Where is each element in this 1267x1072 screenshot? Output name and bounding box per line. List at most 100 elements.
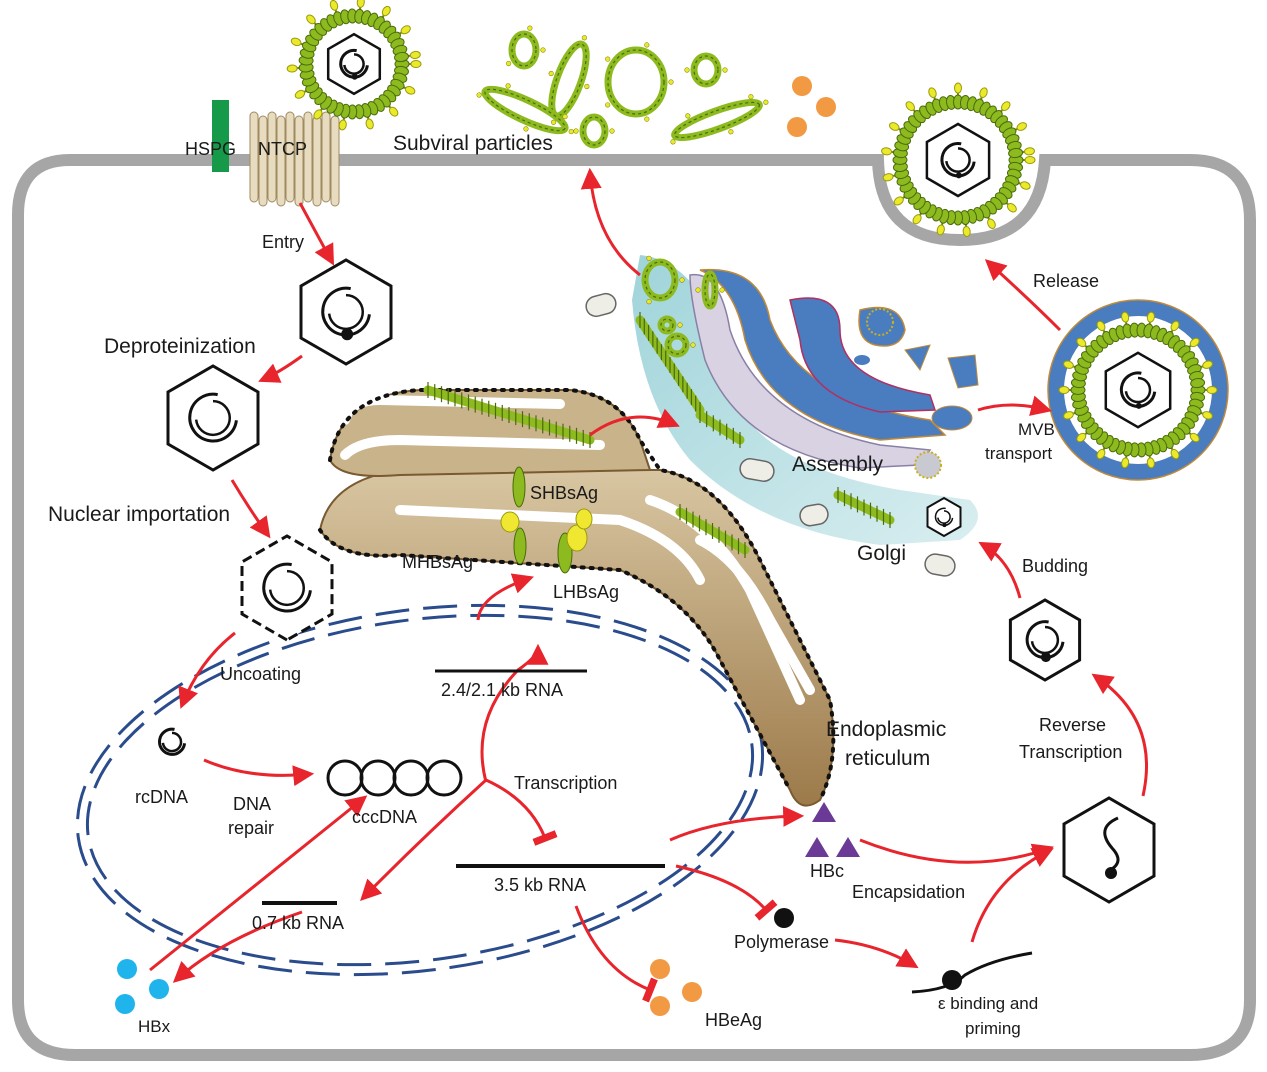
arrow-reverse-transcription (1091, 673, 1148, 797)
polymerase-label: Polymerase (734, 932, 829, 952)
budding-virion (881, 82, 1036, 237)
arrow-rna07-to-hbx (172, 910, 303, 983)
rcdna-genome-icon (147, 714, 197, 770)
ntcp-helix (276, 115, 286, 207)
mvb-transport-label-2: transport (985, 444, 1052, 463)
hspg-receptor (212, 100, 229, 172)
hbx-dot (149, 979, 169, 999)
golgi-surface-proteins (833, 487, 895, 528)
extracellular-virion (286, 0, 422, 131)
mhbsag-pres2-domain (500, 511, 520, 533)
arrow-entry (298, 202, 335, 266)
shbsag-label: SHBsAg (530, 483, 598, 503)
arrow-uncoating (178, 631, 236, 709)
lhbsag-pres1-domain (566, 524, 588, 552)
polymerase-dot (774, 908, 794, 928)
nuclear-importation-label: Nuclear importation (48, 503, 230, 526)
lhbsag-label: LHBsAg (553, 582, 619, 602)
encapsidation-label: Encapsidation (852, 882, 965, 902)
release-label: Release (1033, 271, 1099, 291)
hbc-triangle (805, 837, 829, 857)
hbeag-secreted-dot (816, 97, 836, 117)
cccdna-circle (326, 759, 364, 797)
hbc-triangle (836, 837, 860, 857)
ntcp-helix (294, 115, 304, 207)
cccdna-circle (425, 759, 463, 797)
hbeag-secreted-dot (792, 76, 812, 96)
arrow-epsilon-to-capsid (970, 848, 1054, 943)
golgi-particle (657, 315, 683, 335)
arrow-rna35-to-polymerase (675, 864, 778, 921)
reverse-transcription-label-1: Reverse (1039, 715, 1106, 735)
arrow-budding (978, 541, 1022, 599)
ntcp-helix (303, 111, 313, 203)
hbeag-label: HBeAg (705, 1010, 762, 1030)
capsid-icon (925, 122, 991, 198)
rcdna-label: rcDNA (135, 787, 188, 807)
rna-07-label: 0.7 kb RNA (252, 913, 344, 933)
arrow-polymerase-to-epsilon (834, 938, 919, 969)
dna-repair-label-1: DNA (233, 794, 271, 814)
golgi-capsid-icon (926, 496, 962, 538)
ntcp-transporter (249, 111, 340, 207)
er-label-1: Endoplasmic (826, 718, 946, 741)
arrow-deproteinization (258, 354, 303, 383)
arrow-mvb-transport (977, 395, 1053, 416)
entry-label: Entry (262, 232, 304, 252)
hspg-label: HSPG (185, 139, 236, 159)
arrow-to-rna35 (485, 778, 558, 846)
hbeag-dot (650, 996, 670, 1016)
arrow-rna35-to-hbeag (574, 905, 658, 1003)
entry-capsid-icon (299, 258, 393, 366)
hbeag-dot (650, 959, 670, 979)
mhbsag-label: MHBsAg (402, 552, 473, 572)
ntcp-helix (321, 111, 331, 203)
mvb-virion (1058, 311, 1218, 469)
shbsag-protein (512, 466, 526, 508)
capsid-icon (1104, 351, 1172, 429)
arrow-nuclear-import (230, 479, 271, 539)
budding-label: Budding (1022, 556, 1088, 576)
ntcp-label: NTCP (258, 139, 307, 159)
ntcp-helix (267, 111, 277, 203)
ntcp-helix (249, 111, 259, 203)
cccdna-circle (359, 759, 397, 797)
capsid-icon (326, 32, 382, 96)
nuclear-capsid-icon (240, 534, 334, 642)
arrow-to-rna07 (360, 778, 488, 901)
dna-repair-label-2: repair (228, 818, 274, 838)
hbx-label: HBx (138, 1017, 171, 1036)
golgi-surface-proteins (695, 407, 745, 448)
subviral-particles-label: Subviral particles (393, 132, 553, 155)
golgi-apparatus (632, 255, 979, 545)
er-surface-proteins (675, 504, 750, 558)
pgrna-capsid-icon (1062, 796, 1156, 904)
hbc-triangle (812, 802, 836, 822)
hbx-dot (115, 994, 135, 1014)
rna-35-label: 3.5 kb RNA (494, 875, 586, 895)
reverse-transcription-label-2: Transcription (1019, 742, 1122, 762)
golgi-particle (641, 255, 685, 305)
endoplasmic-reticulum (318, 388, 836, 807)
subviral-filament (670, 94, 769, 145)
uncoating-label: Uncoating (220, 664, 301, 684)
budding-capsid-icon (1008, 598, 1082, 682)
arrow-rna35-to-hbc (669, 805, 805, 842)
hbx-dot (117, 959, 137, 979)
subviral-sphere (573, 113, 615, 149)
subviral-filament (476, 83, 574, 135)
ntcp-helix (285, 111, 295, 203)
arrow-rna24-translation (476, 573, 534, 621)
rna-24-label: 2.4/2.1 kb RNA (441, 680, 563, 700)
subviral-sphere (604, 42, 674, 122)
ntcp-helix (312, 115, 322, 207)
subviral-sphere (684, 52, 728, 88)
ntcp-helix (258, 115, 268, 207)
golgi-particle (695, 270, 725, 310)
golgi-label: Golgi (857, 542, 906, 565)
assembly-label: Assembly (792, 453, 884, 476)
er-surface-proteins (423, 382, 595, 448)
pgrna-epsilon (911, 951, 1033, 994)
ntcp-helix (330, 115, 340, 207)
